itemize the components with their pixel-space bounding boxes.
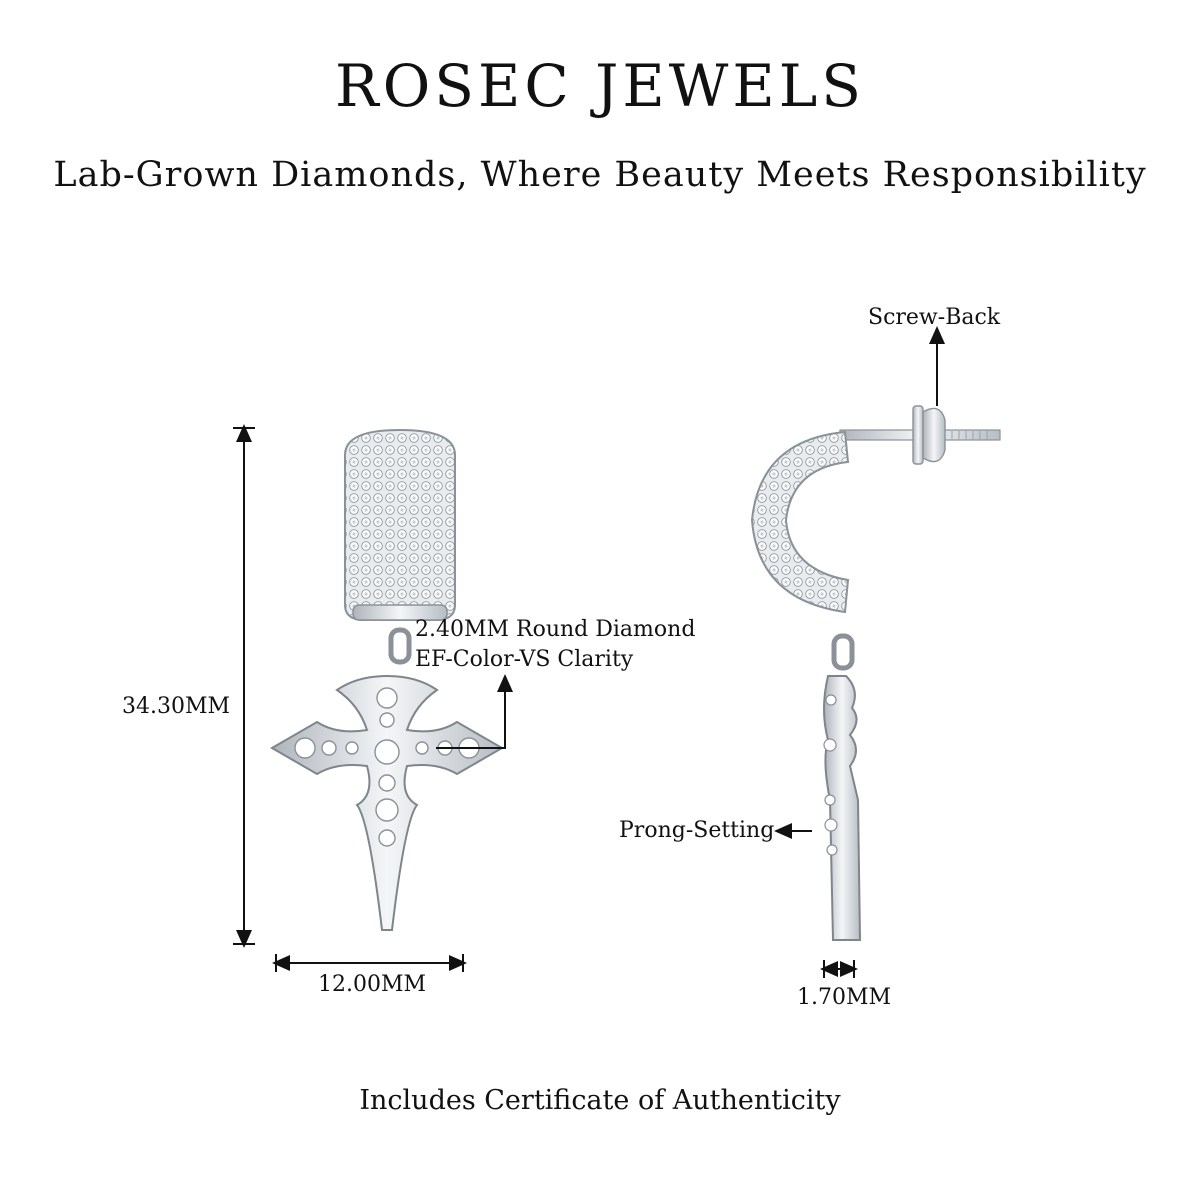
screw-back-plate xyxy=(912,405,924,465)
brand-title: ROSEC JEWELS xyxy=(335,52,865,120)
certificate-note: Includes Certificate of Authenticity xyxy=(359,1085,841,1116)
prong-setting-label: Prong-Setting xyxy=(619,818,775,843)
front-earring xyxy=(233,424,513,972)
screw-back-label: Screw-Back xyxy=(868,305,1001,330)
height-label: 34.30MM xyxy=(122,694,231,719)
hoop-base xyxy=(352,604,448,621)
stone-label-line1: 2.40MM Round Diamond xyxy=(415,617,696,642)
side-pendant xyxy=(823,675,862,941)
width-label: 12.00MM xyxy=(318,972,427,997)
stone-callout-line xyxy=(436,674,513,749)
tagline: Lab-Grown Diamonds, Where Beauty Meets R… xyxy=(53,155,1147,195)
thickness-label: 1.70MM xyxy=(797,985,892,1010)
bail-loop xyxy=(388,627,412,665)
side-earring xyxy=(750,326,1001,978)
front-hoop xyxy=(344,428,456,621)
side-hoop xyxy=(750,430,850,614)
cross-stones xyxy=(294,687,480,847)
stone-label-line2: EF-Color-VS Clarity xyxy=(415,647,634,672)
